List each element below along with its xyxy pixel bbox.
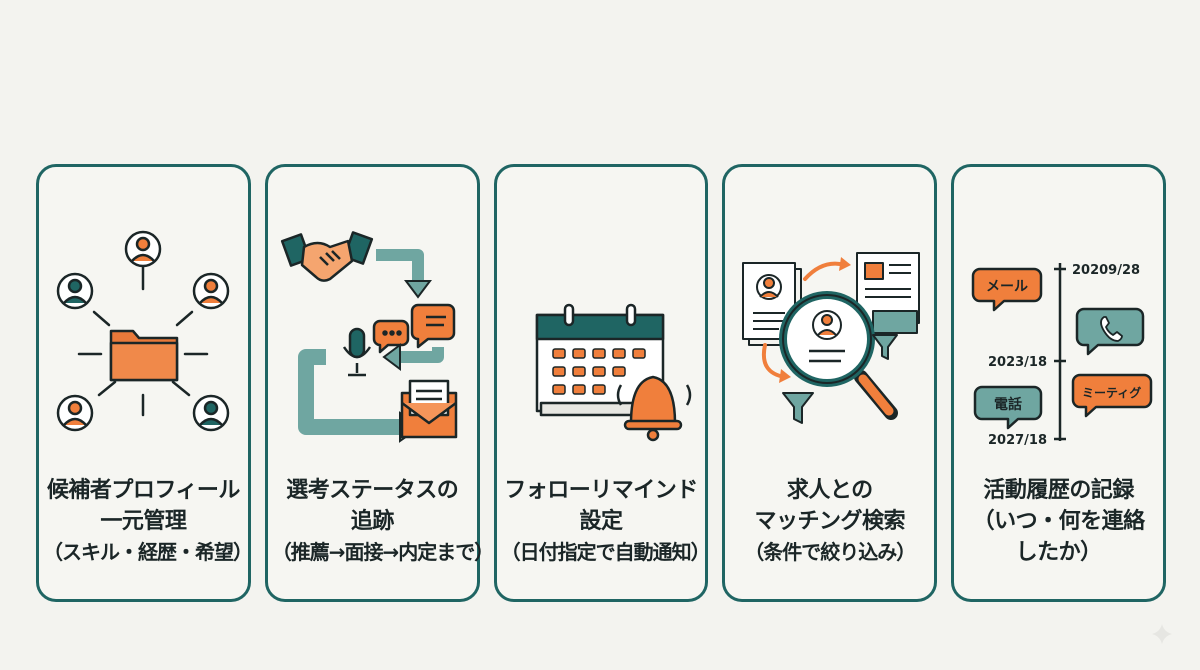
chat-icon — [372, 303, 456, 354]
bubble-meeting: ミーティグ — [1082, 385, 1141, 400]
card-job-matching: 求人との マッチング検索 （条件で絞り込み） — [722, 164, 938, 602]
folder-icon — [109, 329, 179, 382]
mail-icon — [400, 379, 458, 439]
microphone-icon — [342, 327, 371, 377]
handshake-icon — [280, 231, 373, 282]
sparkle-icon — [1152, 624, 1172, 644]
card-caption: 選考ステータスの 追跡 （推薦→面接→内定まで） — [271, 478, 495, 564]
card-caption: フォローリマインド 設定 （日付指定で自動通知） — [500, 478, 711, 564]
card-candidate-profile: 候補者プロフィール 一元管理 （スキル・経歴・希望） — [36, 164, 253, 602]
card-caption: 求人との マッチング検索 （条件で絞り込み） — [744, 478, 916, 564]
phone-icon — [1100, 316, 1124, 342]
timeline-icon — [1054, 263, 1067, 441]
reminder-illustration — [535, 303, 691, 442]
card-follow-reminder: フォローリマインド 設定 （日付指定で自動通知） — [493, 164, 711, 602]
profile-network-illustration — [56, 230, 230, 432]
timeline-illustration: 20209/28 2023/18 2027/18 メール 電話 — [971, 263, 1153, 447]
timeline-date: 20209/28 — [1072, 263, 1140, 278]
person-icon — [56, 230, 230, 432]
card-activity-history: 20209/28 2023/18 2027/18 メール 電話 — [951, 164, 1166, 602]
status-flow-illustration — [280, 231, 458, 443]
bubble-mail: メール — [986, 279, 1028, 295]
feature-cards: 候補者プロフィール 一元管理 （スキル・経歴・希望） — [36, 164, 1166, 606]
timeline-date: 2023/18 — [988, 355, 1047, 370]
card-caption: 活動履歴の記録 （いつ・何を連絡 したか） — [972, 478, 1146, 565]
card-caption: 候補者プロフィール 一元管理 （スキル・経歴・希望） — [43, 478, 253, 564]
matching-illustration — [742, 252, 921, 424]
filter-icon — [782, 334, 899, 424]
timeline-date: 2027/18 — [988, 433, 1047, 447]
bubble-phone: 電話 — [994, 396, 1022, 413]
document-icon — [856, 252, 921, 334]
card-status-tracking: 選考ステータスの 追跡 （推薦→面接→内定まで） — [264, 164, 495, 602]
magnifier-icon — [779, 291, 899, 420]
bell-icon — [616, 375, 691, 442]
